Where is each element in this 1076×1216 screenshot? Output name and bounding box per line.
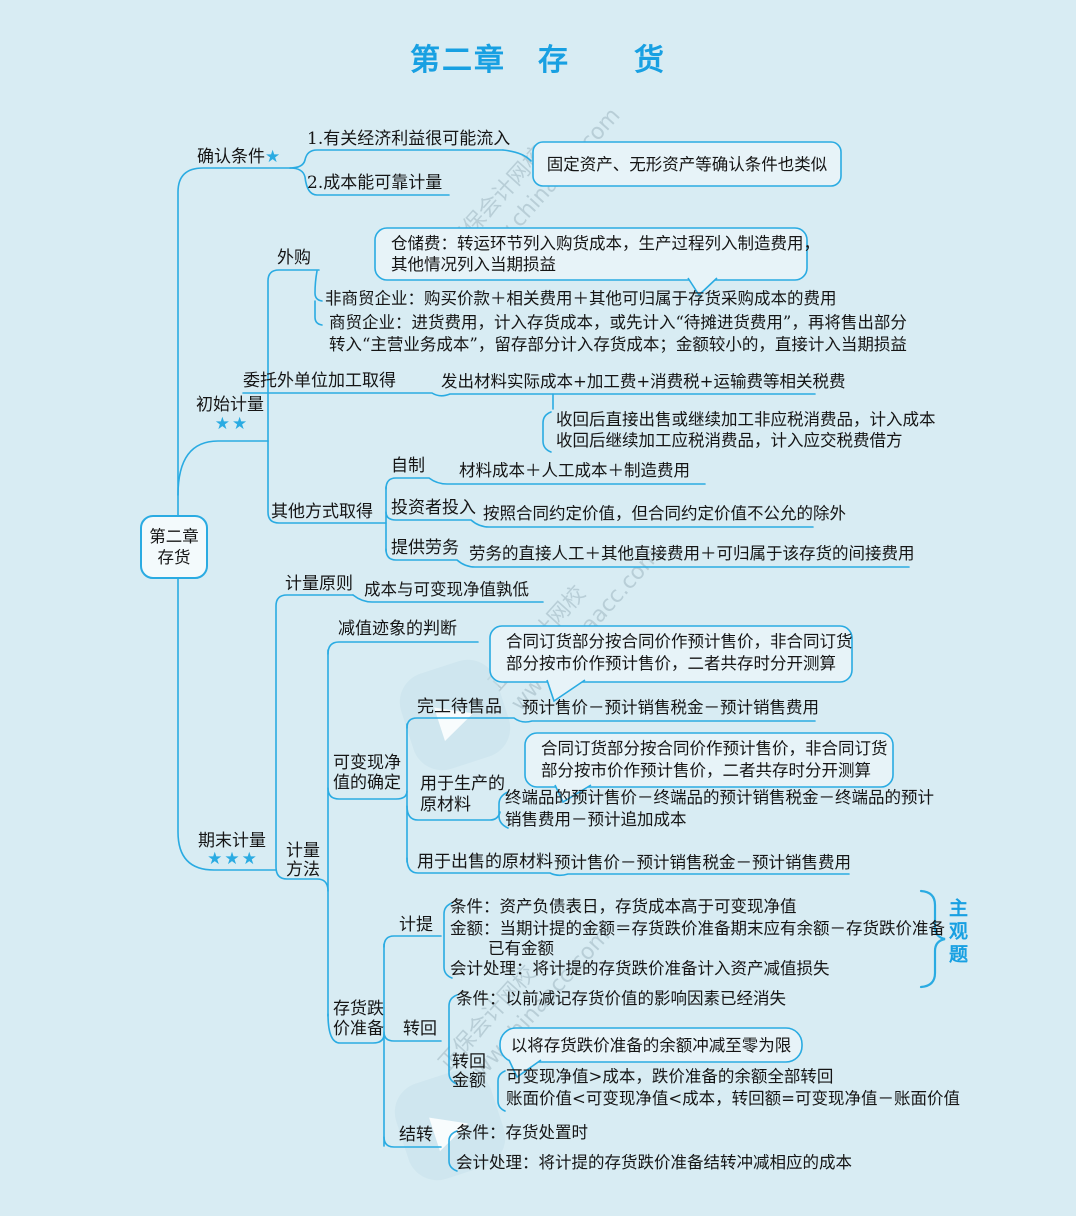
root-line2: 存货: [157, 548, 191, 567]
node-inventory-writedown-provision: 存货跌 价准备: [333, 999, 384, 1039]
node-label-line: 原材料: [420, 795, 471, 815]
node-service-provided: 提供劳务: [391, 538, 459, 558]
note-line: 收回后继续加工应税消费品，计入应交税费借方: [556, 431, 903, 450]
note-line: 转入“主营业务成本”，留存部分计入存货成本；金额较小的，直接计入当期损益: [329, 334, 907, 354]
node-ending-measurement: 期末计量: [198, 831, 266, 851]
accrual-amount-line1: 金额：当期计提的金额＝存货跌价准备期末应有余额－存货跌价准备: [450, 919, 945, 938]
storage-fee-callout: 仓储费：转运环节列入购货成本，生产过程列入制造费用， 其他情况列入当期损益: [391, 233, 820, 275]
node-sale-material: 用于出售的原材料: [417, 852, 553, 872]
accrual-condition: 条件：资产负债表日，存货成本高于可变现净值: [450, 897, 797, 916]
self-made-formula: 材料成本＋人工成本＋制造费用: [459, 461, 690, 480]
service-formula: 劳务的直接人工＋其他直接费用＋可归属于该存货的间接费用: [469, 544, 915, 563]
node-nrv-determination: 可变现净 值的确定: [333, 753, 401, 793]
node-confirm-conditions: 确认条件★: [197, 147, 281, 168]
callout-line: 合同订货部分按合同价作预计售价，非合同订货: [506, 632, 853, 651]
reversal-condition: 条件：以前减记存货价值的影响因素已经消失: [456, 989, 786, 1008]
trading-enterprise-note: 商贸企业：进货费用，计入存货成本，或先计入“待摊进货费用”，再将售出部分 转入“…: [329, 312, 907, 355]
importance-stars: ★★★: [207, 849, 259, 869]
finished-callout-box: [489, 625, 853, 683]
sale-material-formula: 预计售价－预计销售税金－预计销售费用: [554, 853, 851, 872]
root-node-box: [140, 515, 208, 579]
node-label-line: 计量: [286, 841, 320, 861]
production-material-callout: 合同订货部分按合同价作预计售价，非合同订货 部分按市价作预计售价，二者共存时分开…: [541, 738, 888, 782]
node-measurement-principle: 计量原则: [285, 574, 353, 594]
note-box: [532, 141, 842, 187]
node-commissioned-processing: 委托外单位加工取得: [243, 371, 396, 391]
node-accrual: 计提: [399, 915, 433, 935]
importance-star: ★: [265, 147, 282, 167]
confirm-note: 固定资产、无形资产等确认条件也类似: [546, 154, 828, 174]
investor-formula: 按照合同约定价值，但合同约定价值不公允的除外: [483, 504, 846, 523]
carryover-condition: 条件：存货处置时: [456, 1123, 588, 1142]
callout-line: 仓储费：转运环节列入购货成本，生产过程列入制造费用，: [391, 234, 820, 253]
node-label-line: 用于生产的: [420, 774, 505, 794]
node-label-line: 可变现净: [333, 753, 401, 773]
node-label-line: 方法: [286, 859, 320, 880]
node-finished-goods: 完工待售品: [417, 697, 502, 717]
node-self-made: 自制: [391, 456, 425, 476]
callout-tail: [508, 1059, 542, 1079]
node-purchased: 外购: [277, 248, 311, 268]
node-reversal-amount: 转回 金额: [452, 1053, 486, 1091]
formula-line: 销售费用－预计追加成本: [505, 810, 687, 829]
callout-tail: [546, 679, 586, 703]
commissioned-formula: 发出材料实际成本+加工费+消费税+运输费等相关税费: [441, 372, 846, 391]
node-label-line: 值的确定: [333, 773, 401, 793]
subjective-question-badge: 主观题: [946, 898, 968, 967]
callout-line: 部分按市价作预计售价，二者共存时分开测算: [506, 654, 836, 673]
page-title: 第二章 存 货: [410, 43, 666, 78]
callout-line: 部分按市价作预计售价，二者共存时分开测算: [541, 761, 871, 780]
node-initial-measurement: 初始计量: [196, 395, 264, 415]
node-other-acquisition: 其他方式取得: [271, 502, 373, 522]
callout-line: 其他情况列入当期损益: [391, 255, 556, 274]
node-impairment-sign: 减值迹象的判断: [338, 619, 457, 639]
finished-goods-formula: 预计售价－预计销售税金－预计销售费用: [522, 698, 819, 717]
production-material-formula: 终端品的预计售价－终端品的预计销售税金－终端品的预计 销售费用－预计追加成本: [505, 787, 934, 831]
importance-stars: ★★: [214, 414, 250, 434]
node-label-line: 转回: [452, 1052, 486, 1072]
reversal-rule-1: 可变现净值>成本，跌价准备的余额全部转回: [506, 1067, 834, 1086]
root-line1: 第二章: [149, 527, 199, 546]
note-line: 收回后直接出售或继续加工非应税消费品，计入成本: [556, 410, 936, 429]
node-label: 确认条件: [197, 147, 265, 167]
root-node: 第二章 存货: [141, 516, 207, 578]
accrual-amount-line2: 已有金额: [488, 939, 554, 958]
node-label-line: 存货跌: [333, 999, 384, 1019]
production-callout-box: [524, 732, 894, 788]
commissioned-notes: 收回后直接出售或继续加工非应税消费品，计入成本 收回后继续加工应税消费品，计入应…: [556, 409, 936, 451]
callout-line: 合同订货部分按合同价作预计售价，非合同订货: [541, 739, 888, 758]
confirm-item-1: 1.有关经济利益很可能流入: [307, 129, 511, 149]
node-investor-input: 投资者投入: [391, 498, 476, 518]
accrual-accounting: 会计处理：将计提的存货跌价准备计入资产减值损失: [450, 959, 830, 978]
node-production-material: 用于生产的 原材料: [420, 774, 505, 816]
callout-tail: [687, 277, 718, 297]
node-reversal: 转回: [403, 1019, 437, 1039]
reversal-rule-2: 账面价值<可变现净值<成本，转回额=可变现净值－账面价值: [506, 1089, 960, 1108]
carryover-accounting: 会计处理：将计提的存货跌价准备结转冲减相应的成本: [456, 1153, 852, 1172]
measurement-principle-value: 成本与可变现净值孰低: [364, 580, 529, 599]
confirm-item-2: 2.成本能可靠计量: [307, 173, 443, 193]
node-carryover: 结转: [399, 1125, 433, 1145]
reversal-callout: 以将存货跌价准备的余额冲减至零为限: [510, 1035, 792, 1055]
storage-callout-box: [374, 227, 808, 281]
node-label-line: 金额: [452, 1071, 486, 1091]
non-trading-enterprise-note: 非商贸企业：购买价款＋相关费用＋其他可归属于存货采购成本的费用: [325, 289, 837, 308]
node-measurement-method: 计量 方法: [286, 842, 320, 879]
node-label-line: 价准备: [333, 1019, 384, 1039]
formula-line: 终端品的预计售价－终端品的预计销售税金－终端品的预计: [505, 788, 934, 807]
reversal-callout-box: [499, 1027, 803, 1063]
callout-tail: [554, 784, 592, 804]
finished-goods-callout: 合同订货部分按合同价作预计售价，非合同订货 部分按市价作预计售价，二者共存时分开…: [506, 631, 853, 675]
note-line: 商贸企业：进货费用，计入存货成本，或先计入“待摊进货费用”，再将售出部分: [329, 313, 907, 332]
